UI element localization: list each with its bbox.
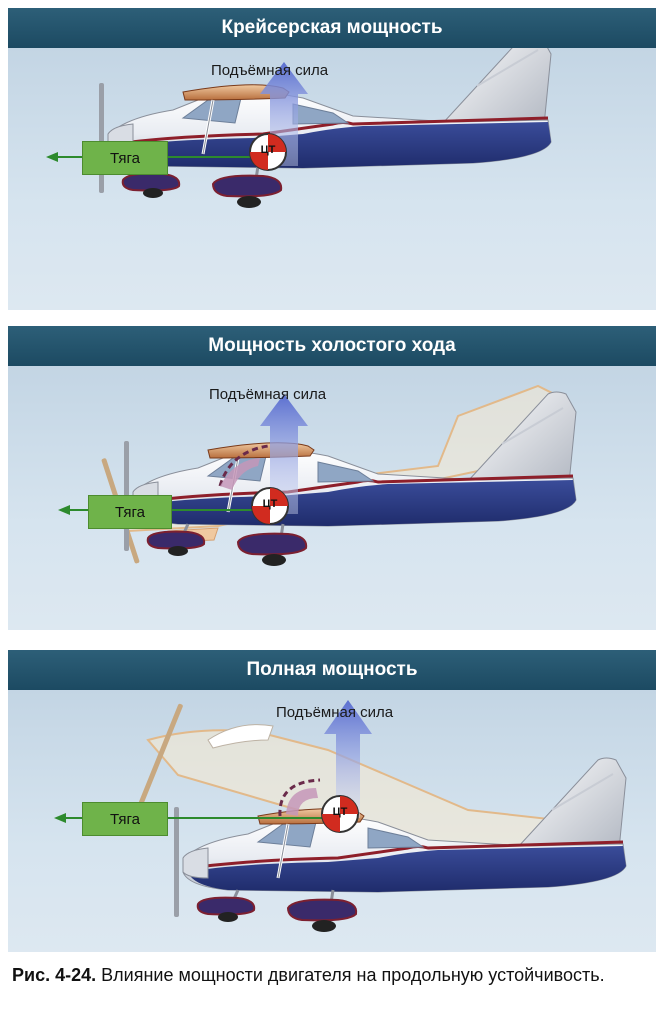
cg-label: ЦТ [256, 144, 280, 156]
figure-label: Рис. 4-24. [12, 965, 96, 985]
thrust-label-box: Тяга [82, 802, 168, 836]
panel-title: Мощность холостого хода [8, 326, 656, 366]
cg-label: ЦТ [328, 806, 352, 818]
lift-label: Подъёмная сила [276, 704, 393, 721]
panel-idle-power: Мощность холостого хода Подъёмная сила Т… [8, 326, 656, 630]
diagram-area: Подъёмная сила Тяга ЦТ [8, 690, 656, 952]
thrust-label-box: Тяга [88, 495, 172, 529]
panel-title: Полная мощность [8, 650, 656, 690]
lift-label: Подъёмная сила [211, 62, 328, 79]
panel-full-power: Полная мощность Подъёмная сила Тяга ЦТ [8, 650, 656, 952]
lift-label: Подъёмная сила [209, 386, 326, 403]
thrust-arrowhead [54, 813, 66, 823]
diagram-area: Подъёмная сила Тяга ЦТ [8, 366, 656, 630]
figure-caption: Рис. 4-24. Влияние мощности двигателя на… [12, 962, 648, 988]
thrust-label-box: Тяга [82, 141, 168, 175]
panel-title: Крейсерская мощность [8, 8, 656, 48]
thrust-arrowhead [58, 505, 70, 515]
diagram-area: Подъёмная сила Тяга ЦТ [8, 48, 656, 310]
cg-label: ЦТ [258, 498, 282, 510]
airplane-diagram [8, 48, 656, 310]
panel-cruise-power: Крейсерская мощность Подъёмная сила Тяга… [8, 8, 656, 310]
caption-text: Влияние мощности двигателя на продольную… [101, 965, 604, 985]
thrust-arrowhead [46, 152, 58, 162]
